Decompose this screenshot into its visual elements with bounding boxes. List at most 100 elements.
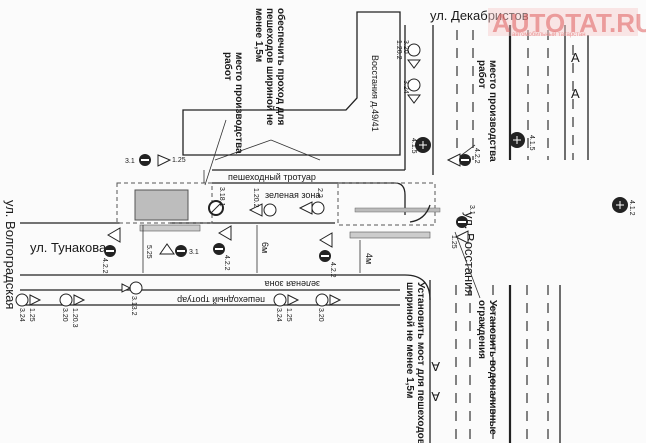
zone-sidewalk-bottom: пешеходный тротуар: [177, 295, 265, 305]
warning-triangle-icon: [319, 232, 333, 248]
drawing-mark: [59, 293, 73, 307]
label: Установить водоналивные: [487, 300, 498, 435]
drawing-mark: [121, 283, 132, 293]
autotat-watermark-logo: AUTOTAT.RU автомобильный татарстан: [488, 8, 646, 38]
label: 4.2.2: [101, 258, 108, 274]
label: 4.2.2: [473, 148, 480, 164]
label: ограждения: [476, 300, 487, 359]
label: 3.20: [61, 308, 68, 322]
no-entry-sign-icon: [456, 216, 468, 228]
label: шириной не менее 1,5м: [404, 282, 415, 398]
drawing-mark: [214, 139, 272, 161]
label: 6м: [260, 242, 270, 253]
label: AUTOTAT.RU: [492, 8, 646, 38]
no-entry-sign-icon: [139, 154, 151, 166]
label: 4.1.2: [628, 200, 635, 216]
label: менее 1,5м: [253, 8, 264, 62]
drawing-mark: [461, 159, 469, 161]
warning-triangle-icon: [454, 230, 469, 244]
label: 1.20.2: [252, 188, 259, 208]
label: 4м: [364, 253, 374, 264]
drawing-mark: [273, 293, 287, 307]
street-tunakova: ул. Тунакова: [30, 240, 107, 255]
label: место производства: [233, 52, 244, 154]
speed-limit-sign-icon: [263, 203, 277, 217]
dimension-6m: 6м: [256, 225, 270, 273]
drawing-mark: [319, 232, 333, 248]
warning-triangle-icon: [446, 153, 461, 167]
label: 2.2: [316, 188, 323, 198]
label: Установить мост для пешеходов: [415, 282, 426, 443]
drawing-mark: [141, 159, 149, 161]
speed-limit-sign-icon: [273, 293, 300, 307]
note-provide-passage: обеспечить проход для пешеходов шириной …: [214, 8, 321, 161]
label: 1.20.3: [71, 308, 78, 328]
label: 1.20.2: [395, 40, 402, 60]
label: автомобильный татарстан: [512, 31, 586, 38]
zone-green-top: зеленая зона: [265, 190, 320, 200]
no-overtaking-sign-icon: [315, 293, 342, 307]
lane-marking-a: A: [571, 50, 580, 65]
drawing-mark: [248, 203, 263, 217]
drawing-mark: [404, 274, 431, 301]
street-volgogradskaya: ул. Волгоградская: [3, 200, 18, 309]
label: 3.24: [402, 80, 409, 94]
speed-limit-sign-icon: [407, 43, 421, 69]
drawing-mark: [407, 43, 421, 57]
drawing-mark: [129, 281, 143, 295]
label: 1.25: [450, 235, 457, 249]
label: 4.2.2: [329, 262, 336, 278]
label: 5.25: [145, 245, 152, 259]
drawing-mark: [73, 294, 86, 306]
drawing-mark: [210, 202, 222, 214]
keep-right-sign-icon: [104, 245, 116, 257]
drawing-mark: [488, 8, 638, 36]
work-zone-right: [337, 182, 441, 239]
tunakova-road: [20, 169, 406, 306]
label: 1.25: [28, 308, 35, 322]
building-address: Восстания д.49/41: [370, 55, 380, 132]
keep-right-sign-icon: [459, 154, 471, 166]
drawing-mark: [419, 141, 427, 149]
label: 3.20: [402, 40, 409, 54]
drawing-mark: [513, 136, 521, 144]
warning-triangle-icon: [107, 227, 121, 243]
drawing-mark: [15, 293, 29, 307]
height-limit-sign-icon: [121, 281, 143, 295]
drawing-mark: [315, 293, 329, 307]
warning-triangle-icon: [157, 154, 172, 167]
speed-limit-sign-icon: [311, 201, 325, 215]
label: 3.20: [317, 308, 324, 322]
keep-right-sign-icon: [319, 250, 331, 262]
lane-marking-a: A: [571, 86, 580, 101]
drawing-mark: [287, 294, 300, 306]
drawing-mark: [407, 59, 421, 69]
label: 3.1: [468, 205, 475, 215]
drawing-mark: [329, 294, 342, 306]
lane-marking-a: A: [431, 359, 440, 374]
drawing-mark: [134, 189, 189, 221]
vosstaniya-road: [404, 25, 589, 443]
label: работ: [476, 60, 488, 89]
drawing-mark: [218, 225, 232, 241]
building-outline: [182, 11, 401, 156]
drawing-mark: [204, 119, 227, 186]
note-install-bridge: Установить мост для пешеходов шириной не…: [404, 282, 426, 443]
keep-right-sign-icon: [213, 243, 225, 255]
label: пешеходов шириной не: [264, 8, 275, 126]
dimension-4m: 4м: [359, 240, 374, 273]
drawing-mark: [458, 221, 466, 223]
drawing-mark: [29, 294, 42, 306]
work-zone-left: [116, 182, 213, 232]
label: 4.1.5: [528, 135, 535, 151]
drawing-mark: [321, 255, 329, 257]
drawing-mark: [298, 201, 313, 215]
label: 3.1: [189, 249, 199, 256]
drawing-mark: [139, 224, 201, 232]
note-work-site-left: место производства работ: [204, 52, 244, 186]
label: 3.24: [275, 308, 282, 322]
drawing-mark: [454, 230, 469, 244]
speed-limit-sign-icon: [15, 293, 42, 307]
warning-triangle-icon: [159, 243, 175, 255]
